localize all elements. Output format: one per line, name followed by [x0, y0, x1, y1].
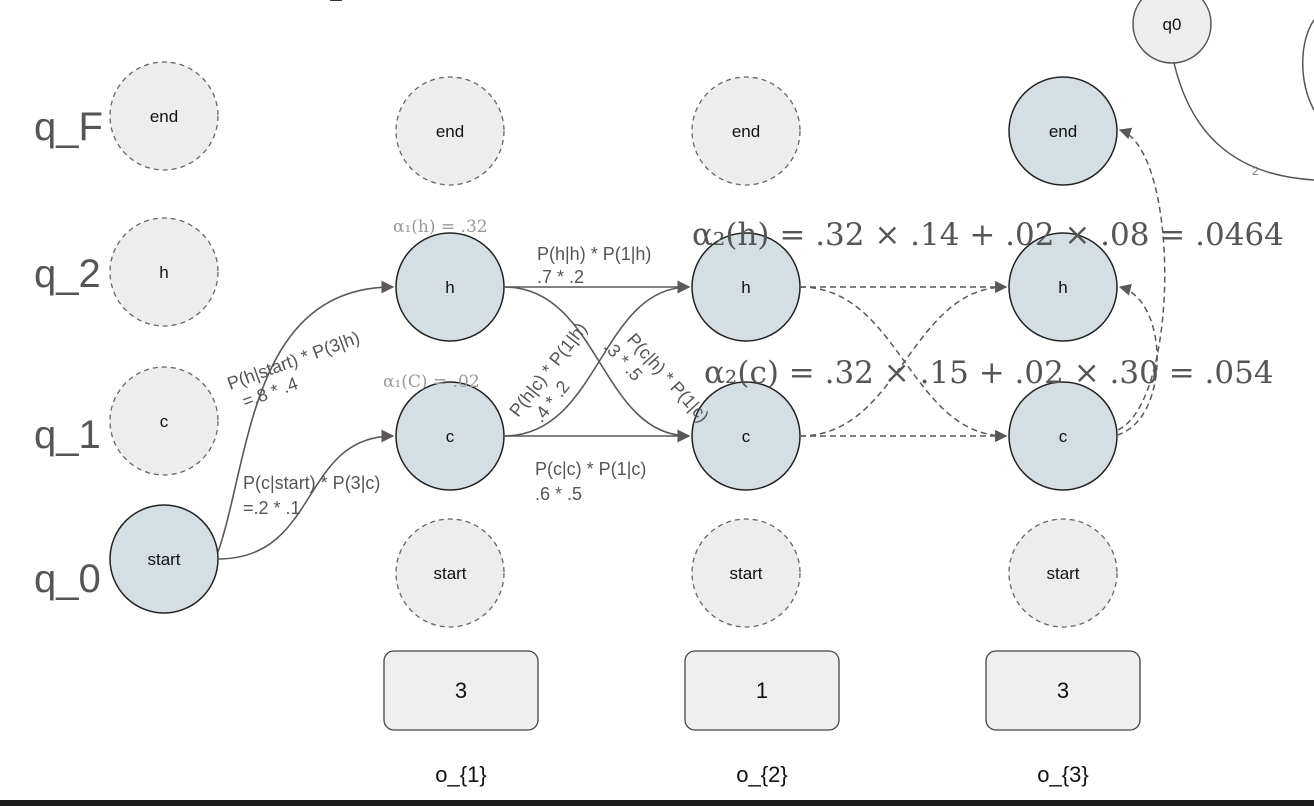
alpha1-h-label: α₁(h) = .32 — [393, 217, 488, 237]
col3-end-label: end — [1049, 122, 1077, 141]
observation-box-1 — [383, 650, 539, 731]
row-label-q0: q_0 — [34, 557, 101, 601]
col0-c-node — [109, 366, 219, 476]
col2-end-label: end — [732, 122, 760, 141]
col3-start-node — [1008, 518, 1118, 628]
edge-c-h — [503, 280, 691, 437]
col2-h-label: h — [741, 278, 750, 297]
q0-node-topright — [1132, 0, 1212, 64]
col3-h-node — [1008, 232, 1118, 342]
col1-start-node — [395, 518, 505, 628]
label-start-c-line2: =.2 * .1 — [243, 498, 301, 518]
row-label-q1: q_1 — [34, 413, 101, 457]
col0-end-label: end — [150, 107, 178, 126]
edge-dashed-c-h-col3 — [1116, 283, 1158, 436]
edge-start-h — [217, 280, 395, 553]
row-label-q2: q_2 — [34, 252, 101, 296]
column-label-2: o_{2} — [736, 762, 787, 787]
alpha1-c-label: α₁(C) = .02 — [383, 372, 480, 392]
column-label-3: o_{3} — [1037, 762, 1088, 787]
col1-end-label: end — [436, 122, 464, 141]
arc-fragment-label: 2 — [1252, 164, 1259, 178]
observation-value-1: 3 — [455, 678, 467, 703]
col3-end-node — [1008, 76, 1118, 186]
col3-h-label: h — [1058, 278, 1067, 297]
col0-c-label: c — [160, 412, 169, 431]
row-label-qF: q_F — [34, 105, 103, 149]
col1-h-label: h — [445, 278, 454, 297]
observation-box-2 — [684, 650, 840, 731]
col0-start-label: start — [147, 550, 180, 569]
label-start-c-line1: P(c|start) * P(3|c) — [243, 473, 380, 493]
bottom-border — [0, 800, 1314, 806]
col2-start-label: start — [729, 564, 762, 583]
col2-start-node — [691, 518, 801, 628]
q0-outer-arc — [1302, 19, 1314, 111]
col1-end-node — [395, 76, 505, 186]
edge-dashed-c-end — [1117, 127, 1166, 431]
col3-start-label: start — [1046, 564, 1079, 583]
label-h-h-line1: P(h|h) * P(1|h) — [537, 244, 651, 264]
col0-h-label: h — [159, 263, 168, 282]
col0-end-node — [109, 61, 219, 171]
q0-self-loop-arc — [1173, 62, 1314, 181]
q0-node-label: q0 — [1163, 15, 1182, 34]
column-label-1: o_{1} — [435, 762, 486, 787]
edge-start-c — [217, 429, 395, 560]
observation-value-2: 1 — [756, 678, 768, 703]
col3-c-node — [1008, 381, 1118, 491]
label-c-c-line1: P(c|c) * P(1|c) — [535, 459, 646, 479]
label-start-h-group: P(h|start) * P(3|h) =.8 * .4 — [225, 327, 363, 411]
col0-h-node — [109, 217, 219, 327]
label-h-c-group: P(c|h) * P(1|c) .3 * .5 — [600, 329, 713, 426]
label-h-h-line2: .7 * .2 — [537, 267, 584, 287]
observation-box-3 — [985, 650, 1141, 731]
edge-dashed-c-h — [799, 281, 1008, 437]
col3-c-label: c — [1059, 427, 1068, 446]
col1-c-label: c — [446, 427, 455, 446]
col1-start-label: start — [433, 564, 466, 583]
label-c-c-line2: .6 * .5 — [535, 484, 582, 504]
col2-end-node — [691, 76, 801, 186]
alpha2-c-label: α₂(c) = .32 × .15 + .02 × .30 = .054 — [704, 355, 1274, 391]
col2-c-label: c — [742, 427, 751, 446]
observation-value-3: 3 — [1057, 678, 1069, 703]
alpha2-h-label: α₂(h) = .32 × .14 + .02 × .08 = .0464 — [692, 217, 1284, 253]
